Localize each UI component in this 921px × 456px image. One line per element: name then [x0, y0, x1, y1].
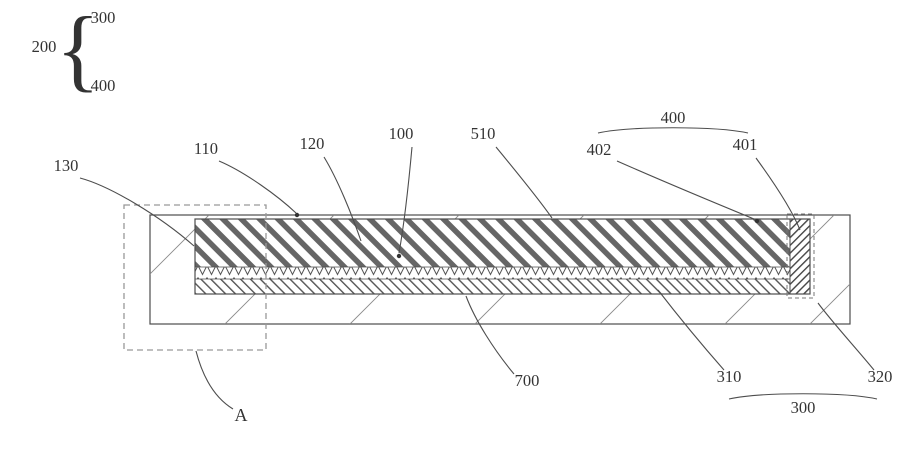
stack-outlines: [194, 218, 811, 295]
label-320: 320: [868, 367, 893, 386]
leader-401: [755, 157, 801, 231]
adhesive-layer-zigzag: [195, 267, 790, 279]
leader-510: [495, 146, 553, 219]
bracket-300: [728, 393, 878, 400]
label-400-brace: 400: [91, 76, 116, 95]
bracket-400: [597, 127, 749, 134]
label-130: 130: [54, 156, 79, 175]
label-400: 400: [661, 108, 686, 127]
leader-detail-a: [195, 350, 234, 410]
leader-310: [657, 289, 725, 371]
main-layer-hatched: [195, 219, 790, 267]
leader-lines: [79, 127, 878, 410]
leader-320: [817, 302, 875, 371]
edge-seal-section: [790, 219, 810, 294]
label-300-brace: 300: [91, 8, 116, 27]
film-layer-fine-hatch: [195, 279, 790, 294]
label-300: 300: [791, 398, 816, 417]
label-200: 200: [32, 37, 57, 56]
leader-700: [465, 295, 515, 375]
label-402: 402: [587, 140, 612, 159]
label-110: 110: [194, 139, 218, 158]
label-401: 401: [733, 135, 758, 154]
dot-110: [294, 212, 300, 218]
leader-dots: [294, 212, 760, 259]
leader-120: [323, 156, 362, 242]
leader-110: [218, 160, 297, 214]
label-100: 100: [389, 124, 414, 143]
dot-402: [754, 218, 760, 224]
label-120: 120: [300, 134, 325, 153]
brace-icon: {: [56, 0, 100, 100]
leader-100: [398, 146, 413, 254]
label-detail-a: A: [235, 405, 248, 425]
dot-100: [396, 253, 402, 259]
detail-box-a: [123, 204, 267, 351]
label-310: 310: [717, 367, 742, 386]
label-700: 700: [515, 371, 540, 390]
label-510: 510: [471, 124, 496, 143]
leader-402: [616, 160, 755, 220]
leader-130: [79, 177, 195, 247]
